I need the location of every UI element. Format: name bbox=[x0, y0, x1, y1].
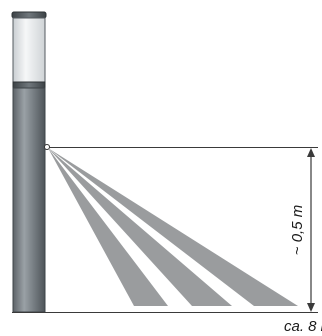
light-beams bbox=[48, 148, 298, 306]
arrowhead-up-icon bbox=[307, 148, 315, 157]
height-dimension bbox=[307, 148, 315, 312]
pole-ring bbox=[12, 81, 46, 89]
distance-label: ca. 8 m bbox=[284, 318, 322, 335]
light-beam-1 bbox=[48, 148, 168, 306]
lamp-aperture bbox=[44, 144, 50, 150]
height-label: ~ 0,5 m bbox=[289, 205, 306, 255]
pole-head bbox=[12, 17, 46, 83]
light-beam-2 bbox=[48, 148, 232, 306]
light-beam-3 bbox=[48, 148, 298, 306]
bollard-pole bbox=[11, 11, 50, 313]
reference-lines bbox=[12, 147, 318, 313]
pole-body bbox=[12, 87, 46, 313]
pole-cap bbox=[11, 11, 47, 19]
arrowhead-down-icon bbox=[307, 303, 315, 312]
